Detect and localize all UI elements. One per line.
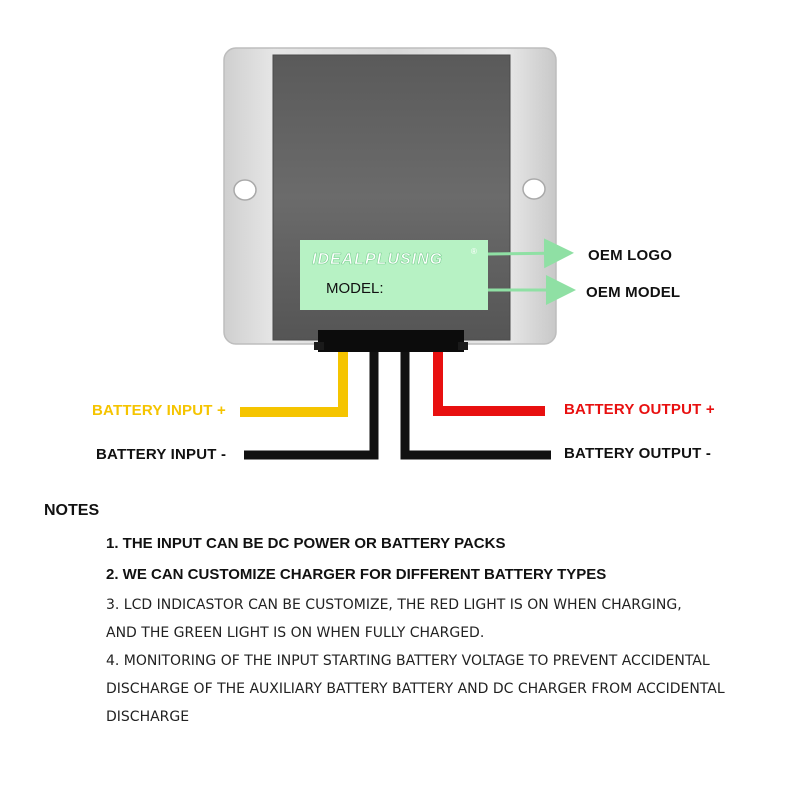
output-negative-wire [400, 352, 551, 460]
wire-connector [318, 330, 464, 352]
note-item-4-end: DISCHARGE [106, 709, 190, 725]
connector-tab-left [314, 342, 324, 350]
model-label: MODEL: [326, 280, 384, 297]
mounting-hole-left [233, 179, 257, 201]
input-positive-wire [240, 352, 348, 417]
oem-model-callout: OEM MODEL [586, 284, 681, 301]
connector-tab-right [458, 342, 468, 350]
note-item-2: 2. WE CAN CUSTOMIZE CHARGER FOR DIFFEREN… [106, 566, 607, 583]
input-negative-wire [244, 352, 379, 460]
battery-output-positive-label: BATTERY OUTPUT + [564, 401, 715, 418]
notes-title: NOTES [44, 502, 100, 519]
battery-input-negative-label: BATTERY INPUT - [96, 446, 227, 463]
note-item-3: 3. LCD INDICASTOR CAN BE CUSTOMIZE, THE … [106, 597, 682, 613]
note-item-4-continued: DISCHARGE OF THE AUXILIARY BATTERY BATTE… [106, 681, 725, 697]
battery-output-negative-label: BATTERY OUTPUT - [564, 445, 712, 462]
registered-mark: ® [471, 247, 477, 256]
note-item-3-continued: AND THE GREEN LIGHT IS ON WHEN FULLY CHA… [106, 625, 485, 641]
output-positive-wire [433, 352, 545, 416]
oem-logo-arrow [487, 238, 574, 269]
note-item-1: 1. THE INPUT CAN BE DC POWER OR BATTERY … [106, 535, 506, 552]
oem-label-panel [300, 240, 488, 310]
note-item-4: 4. MONITORING OF THE INPUT STARTING BATT… [106, 653, 710, 669]
oem-logo-text: IDEALPLUSING [312, 251, 443, 268]
oem-logo-callout: OEM LOGO [588, 247, 673, 264]
battery-input-positive-label: BATTERY INPUT + [92, 402, 226, 419]
mounting-hole-right [522, 178, 546, 200]
